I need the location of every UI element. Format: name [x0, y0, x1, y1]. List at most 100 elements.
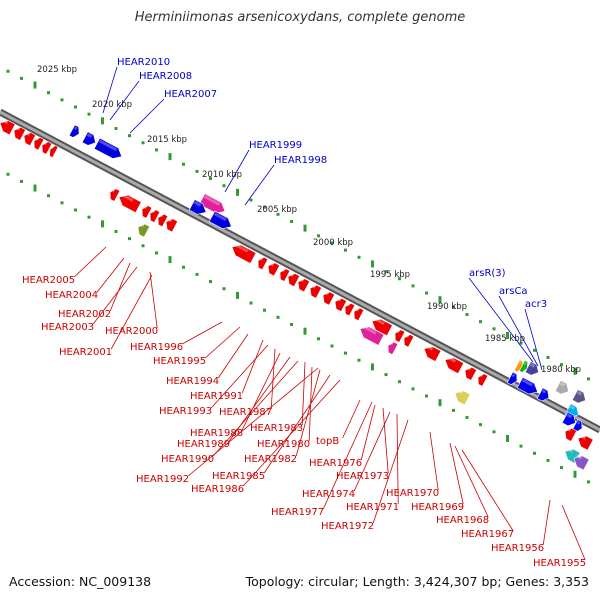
forward-gene — [93, 137, 123, 159]
reverse-gene — [165, 218, 179, 233]
inner-tick — [60, 201, 64, 205]
reverse-gene-label: HEAR1988 — [190, 428, 243, 439]
inner-tick — [20, 179, 23, 183]
reverse-gene-label: HEAR1955 — [533, 558, 586, 569]
forward-gene-label: HEAR1999 — [249, 140, 302, 151]
inner-tick — [155, 251, 158, 255]
outer-tick — [411, 284, 415, 288]
reverse-gene — [464, 366, 478, 381]
outer-tick — [33, 81, 37, 89]
outer-tick — [317, 234, 320, 238]
forward-gene — [516, 376, 539, 395]
inner-tick — [425, 394, 428, 398]
outer-tick — [573, 367, 577, 375]
reverse-gene-label: HEAR1991 — [190, 391, 243, 402]
outer-tick — [128, 134, 131, 138]
reverse-leader — [96, 257, 125, 293]
inner-tick — [492, 430, 496, 434]
accession-text: Accession: NC_009138 — [9, 574, 152, 589]
scale-label: 2005 kbp — [257, 205, 297, 215]
reverse-gene-label: HEAR1994 — [166, 376, 219, 387]
reverse-gene-label: HEAR2004 — [45, 290, 98, 301]
reverse-leader — [241, 352, 281, 431]
reverse-gene — [118, 193, 142, 214]
map-title: Herminiimonas arsenicoxydans, complete g… — [134, 10, 466, 25]
reverse-gene — [322, 291, 336, 306]
forward-leader — [468, 277, 534, 363]
reverse-leader — [204, 326, 241, 359]
outer-tick — [209, 177, 212, 181]
genome-backbone — [0, 108, 600, 434]
reverse-gene — [297, 277, 311, 293]
reverse-leader — [92, 266, 138, 325]
forward-gene-label: HEAR2007 — [164, 89, 217, 100]
outer-tick — [263, 205, 266, 209]
topology-text: Topology: circular; Length: 3,424,307 bp… — [245, 574, 589, 589]
reverse-gene-label: HEAR1987 — [219, 407, 272, 418]
reverse-gene — [137, 223, 151, 238]
outer-tick — [519, 341, 523, 345]
reverse-leader — [542, 499, 551, 546]
reverse-gene — [353, 307, 365, 322]
inner-tick — [573, 470, 577, 478]
outer-tick — [87, 112, 91, 116]
reverse-gene — [309, 284, 323, 299]
outer-tick — [20, 76, 23, 80]
reverse-gene-label: HEAR1983 — [250, 423, 303, 434]
reverse-gene-label: HEAR1990 — [161, 454, 214, 465]
inner-tick — [195, 272, 199, 276]
forward-leader — [498, 295, 539, 367]
inner-tick — [317, 337, 320, 341]
reverse-gene — [149, 209, 161, 223]
reverse-gene — [279, 268, 291, 282]
inner-tick — [506, 434, 509, 442]
reverse-gene-label: HEAR1971 — [346, 502, 399, 513]
reverse-gene — [157, 213, 169, 228]
outer-tick — [384, 270, 388, 274]
reverse-gene — [444, 355, 465, 374]
reverse-gene-label: HEAR2005 — [22, 275, 75, 286]
inner-tick — [398, 380, 401, 384]
outer-tick — [182, 162, 185, 166]
reverse-gene — [13, 126, 27, 141]
reverse-gene-label: HEAR1996 — [130, 342, 183, 353]
gene-features — [0, 119, 594, 471]
reverse-gene — [41, 141, 53, 155]
reverse-leader — [241, 339, 264, 394]
reverse-leader — [242, 379, 341, 487]
reverse-gene-label: HEAR1967 — [461, 529, 514, 540]
reverse-gene — [23, 131, 37, 147]
reverse-leader — [110, 274, 153, 350]
scale-label: 1985 kbp — [485, 334, 525, 344]
forward-gene — [571, 419, 583, 433]
forward-leader — [524, 308, 543, 371]
inner-tick — [182, 265, 185, 269]
inner-tick — [236, 291, 239, 299]
scale-label: 1995 kbp — [370, 270, 410, 280]
inner-tick — [168, 256, 172, 264]
reverse-gene — [394, 329, 406, 343]
outer-tick — [276, 212, 280, 216]
label-leaders — [73, 66, 586, 561]
inner-tick — [222, 287, 226, 291]
reverse-gene — [49, 145, 59, 159]
reverse-gene-label: HEAR1969 — [411, 502, 464, 513]
outer-tick — [101, 117, 104, 125]
outer-tick — [560, 363, 563, 367]
inner-tick — [411, 387, 415, 391]
scale-label: 2010 kbp — [202, 170, 242, 180]
outer-tick — [236, 188, 239, 196]
reverse-gene — [344, 302, 356, 317]
reverse-leader — [109, 262, 131, 312]
reverse-gene — [577, 434, 594, 451]
reverse-leader — [301, 361, 306, 426]
inner-tick — [546, 458, 550, 462]
outer-tick — [290, 219, 293, 223]
forward-gene — [536, 387, 550, 402]
inner-tick — [465, 416, 469, 420]
reverse-leader — [561, 504, 586, 561]
reverse-leader — [263, 374, 331, 474]
inner-tick — [114, 229, 118, 233]
reverse-gene-label: HEAR1976 — [309, 458, 362, 469]
forward-gene — [81, 131, 96, 146]
